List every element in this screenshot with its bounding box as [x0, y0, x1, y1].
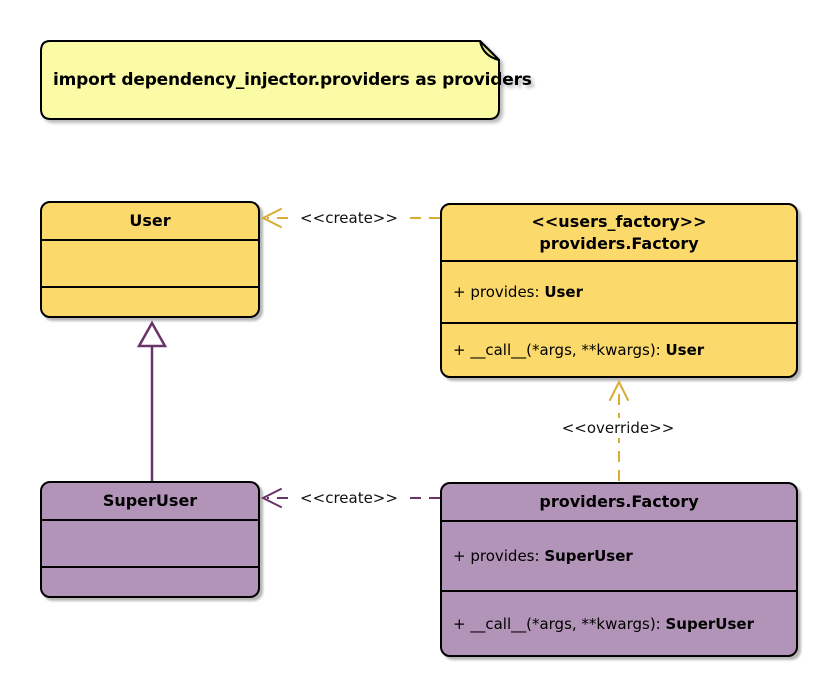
method-call-label: + __call__(*args, **kwargs): — [453, 341, 666, 359]
note-fold-corner-icon — [479, 40, 500, 61]
method-call: + __call__(*args, **kwargs): User — [453, 341, 704, 359]
attribute-provides-type: SuperUser — [544, 547, 633, 565]
open-arrowhead-icon — [260, 208, 282, 228]
attribute-provides-type: User — [544, 283, 583, 301]
class-user-attributes — [42, 239, 258, 286]
inheritance-edge — [136, 320, 168, 481]
method-call: + __call__(*args, **kwargs): SuperUser — [453, 615, 754, 633]
attribute-provides-label: + provides: — [453, 283, 545, 301]
class-users-factory-name: providers.Factory — [539, 233, 699, 253]
class-users-factory: <<users_factory>> providers.Factory + pr… — [440, 203, 798, 378]
note: import dependency_injector.providers as … — [40, 40, 532, 120]
method-call-label: + __call__(*args, **kwargs): — [453, 614, 666, 633]
class-superuser: SuperUser — [40, 481, 260, 598]
class-users-factory-title: <<users_factory>> providers.Factory — [442, 205, 796, 260]
attribute-provides-label: + provides: — [453, 547, 545, 565]
class-superuser-methods — [42, 566, 258, 596]
class-user-methods — [42, 286, 258, 316]
method-call-type: User — [665, 341, 705, 359]
class-superuser-factory: providers.Factory + provides: SuperUser … — [440, 482, 798, 657]
class-users-factory-attributes: + provides: User — [442, 260, 796, 322]
create-edge-top-label: <<create>> — [294, 208, 404, 228]
class-users-factory-stereotype: <<users_factory>> — [531, 211, 707, 231]
attribute-provides: + provides: User — [453, 283, 583, 301]
class-superuser-attributes — [42, 519, 258, 566]
override-edge-label: <<override>> — [555, 418, 681, 438]
class-superuser-factory-methods: + __call__(*args, **kwargs): SuperUser — [442, 590, 796, 655]
note-shape — [40, 40, 500, 120]
class-user: User — [40, 201, 260, 318]
class-superuser-title: SuperUser — [102, 491, 198, 511]
note-text: import dependency_injector.providers as … — [53, 70, 532, 90]
attribute-provides: + provides: SuperUser — [453, 547, 633, 565]
class-users-factory-methods: + __call__(*args, **kwargs): User — [442, 322, 796, 376]
class-superuser-factory-title: providers.Factory — [539, 492, 699, 512]
class-superuser-factory-attributes: + provides: SuperUser — [442, 520, 796, 590]
create-edge-bottom-label: <<create>> — [294, 488, 404, 508]
class-user-title: User — [129, 211, 171, 231]
open-arrowhead-icon — [260, 488, 282, 508]
hollow-triangle-arrowhead-icon — [136, 320, 168, 348]
method-call-type: SuperUser — [665, 614, 754, 633]
open-arrowhead-icon — [609, 379, 629, 401]
